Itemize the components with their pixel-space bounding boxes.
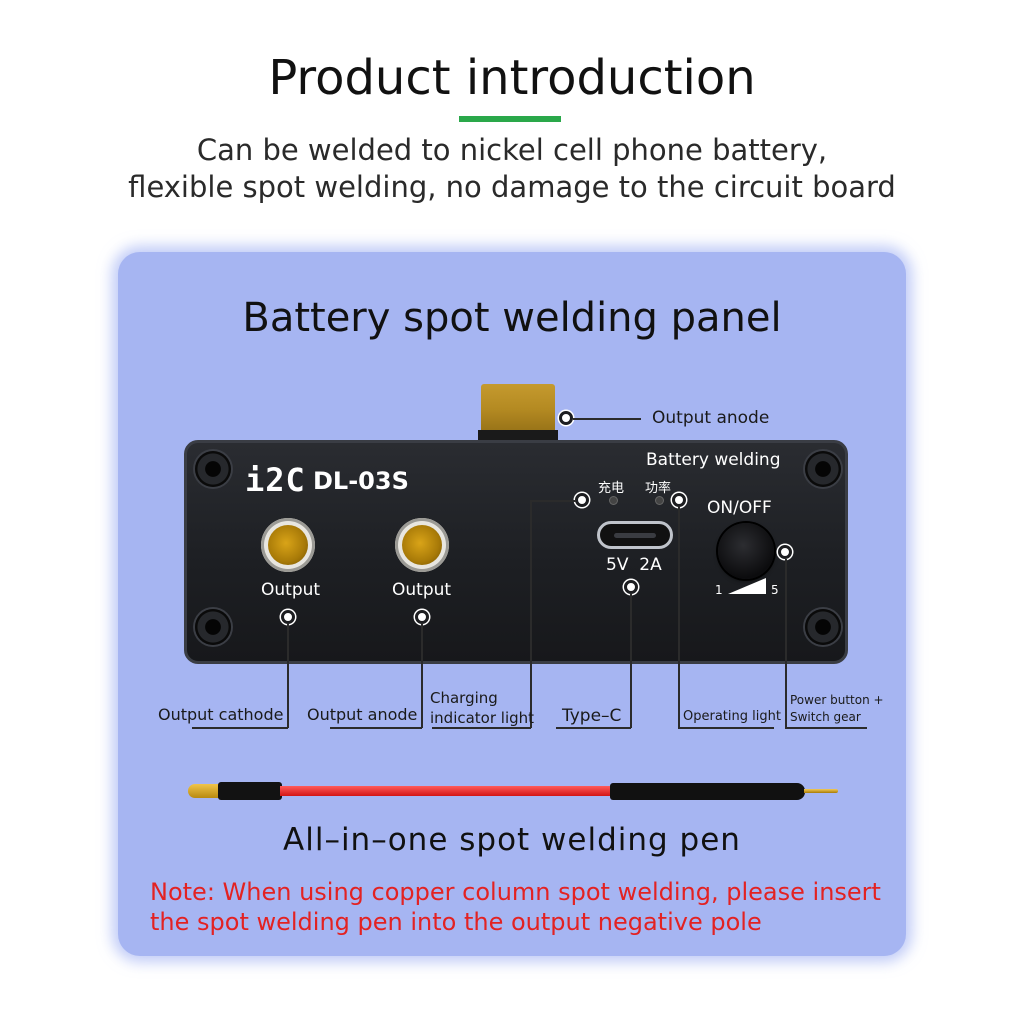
callout-dot-charging-indicator	[575, 493, 589, 507]
label-charging-line-1: Charging	[430, 689, 498, 707]
pen-heading: All–in–one spot welding pen	[283, 822, 741, 858]
callout-dot-output-anode-pin	[559, 411, 573, 425]
model-name: DL-03S	[313, 467, 409, 495]
label-power-button-line-2: Switch gear	[790, 710, 861, 724]
gear-max-label: 5	[771, 583, 779, 597]
output-cathode-jack[interactable]	[261, 518, 315, 572]
title-underline-accent	[459, 116, 561, 122]
callout-dot-operating-light	[672, 493, 686, 507]
function-label: Battery welding	[646, 450, 781, 470]
subtitle-line-2: flexible spot welding, no damage to the …	[128, 170, 896, 204]
screw-icon	[805, 451, 841, 487]
callout-line-output-anode-pin	[573, 418, 641, 420]
callout-underline-operating-light	[678, 727, 774, 729]
output-right-label: Output	[392, 580, 452, 600]
panel-heading: Battery spot welding panel	[242, 295, 782, 341]
callout-line-charging-h	[530, 500, 576, 502]
page-title: Product introduction	[268, 50, 756, 106]
gear-min-label: 1	[715, 583, 723, 597]
label-type-c: Type–C	[562, 706, 622, 726]
callout-line-type-c	[630, 594, 632, 728]
callout-underline-power-button	[785, 727, 867, 729]
operating-led-icon	[656, 497, 663, 504]
output-left-label: Output	[261, 580, 321, 600]
callout-dot-power-button	[778, 545, 792, 559]
pen-connector-sleeve	[218, 782, 282, 800]
pen-needle-tip	[804, 789, 838, 793]
callout-underline-charging	[432, 727, 531, 729]
callout-line-operating-light	[678, 507, 680, 728]
label-output-anode: Output anode	[307, 705, 418, 724]
pen-connector-plug	[188, 784, 220, 798]
label-operating-light: Operating light	[683, 709, 781, 724]
note-line-1: Note: When using copper column spot weld…	[150, 878, 881, 906]
callout-dot-output-anode	[415, 610, 429, 624]
subtitle-line-1: Can be welded to nickel cell phone batte…	[196, 133, 828, 167]
label-charging-line-2: indicator light	[430, 709, 535, 727]
power-indicator-label-cn: 功率	[645, 481, 672, 496]
type-c-port[interactable]	[597, 521, 673, 549]
callout-underline-output-anode	[330, 727, 422, 729]
note-line-2: the spot welding pen into the output neg…	[150, 908, 762, 936]
label-output-cathode: Output cathode	[158, 705, 284, 724]
brand-logo: i2C	[245, 461, 306, 499]
callout-dot-type-c	[624, 580, 638, 594]
callout-line-power-button	[785, 559, 787, 728]
port-rating: 5V 2A	[606, 555, 662, 575]
power-switch-label: ON/OFF	[707, 498, 772, 518]
screw-icon	[805, 609, 841, 645]
output-anode-jack[interactable]	[395, 518, 449, 572]
gear-level-ramp-icon	[728, 578, 766, 594]
callout-underline-type-c	[556, 727, 631, 729]
screw-icon	[195, 609, 231, 645]
output-anode-pin-base	[478, 430, 558, 442]
label-output-anode-top: Output anode	[652, 408, 770, 428]
callout-underline-output-cathode	[192, 727, 288, 729]
label-power-button-line-1: Power button +	[790, 693, 884, 707]
callout-line-output-cathode	[287, 624, 289, 728]
pen-handle	[610, 783, 805, 800]
screw-icon	[195, 451, 231, 487]
callout-line-output-anode	[421, 624, 423, 728]
charging-led-icon	[610, 497, 617, 504]
callout-line-charging-v	[530, 500, 532, 728]
power-button[interactable]	[718, 523, 774, 579]
charging-indicator-label-cn: 充电	[598, 481, 625, 496]
callout-dot-output-cathode	[281, 610, 295, 624]
pen-red-wire	[280, 786, 614, 796]
